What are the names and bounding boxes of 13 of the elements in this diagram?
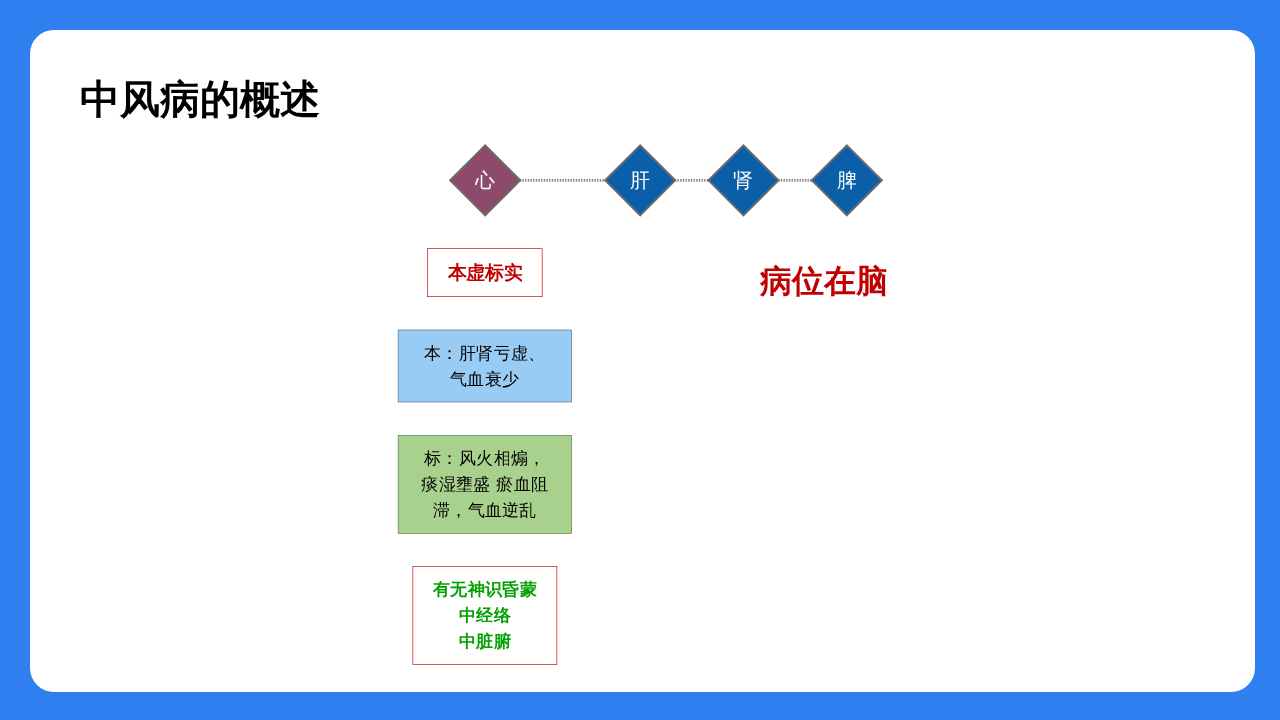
node-box: 本：肝肾亏虚、气血衰少 [397,329,572,403]
node-box: 标：风火相煽，痰湿壅盛 瘀血阻滞，气血逆乱 [397,435,572,534]
note-text: 病位在脑 [760,261,888,302]
connector [519,179,605,182]
connector [674,179,709,182]
node-diamond: 肝 [603,143,677,217]
node-box: 有无神识昏蒙 中经络 中脏腑 [412,566,558,665]
node-diamond: 脾 [810,143,884,217]
connector [778,179,812,182]
node-diamond: 肾 [707,143,780,217]
slide-title: 中风病的概述 [80,75,320,124]
node-box: 本虚标实 [427,248,543,297]
node-diamond: 心 [448,143,522,217]
